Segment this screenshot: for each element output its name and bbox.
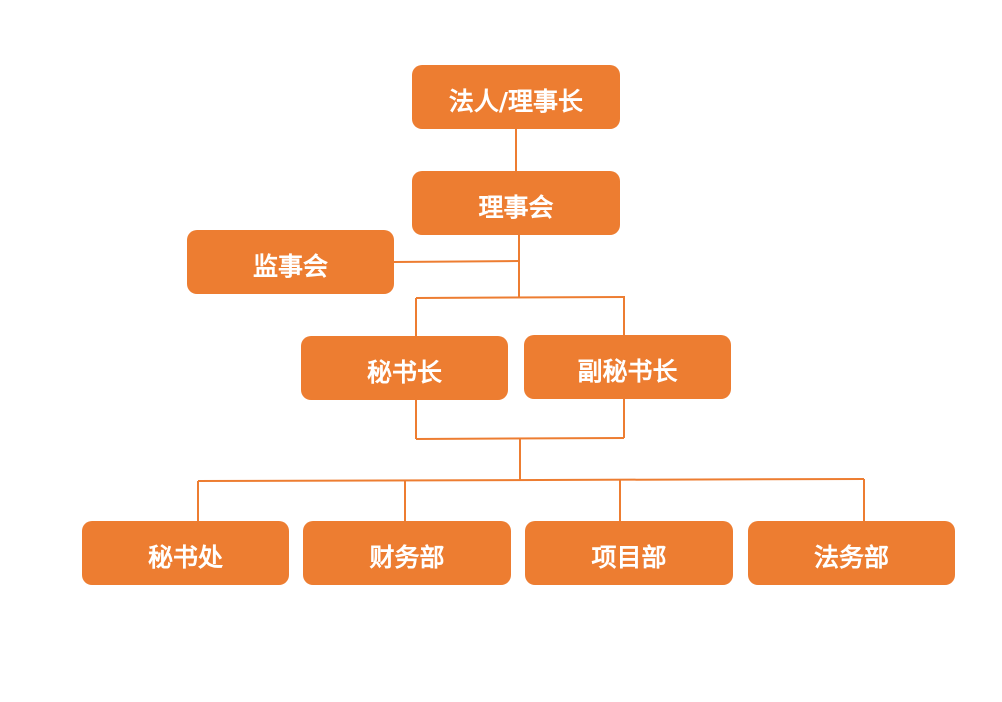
connector-upper-branch	[415, 296, 626, 299]
connector-supervisors	[393, 260, 520, 263]
node-supervisors: 监事会	[187, 230, 394, 294]
node-secretary-general: 秘书长	[301, 336, 508, 400]
node-finance: 财务部	[303, 521, 511, 585]
node-board: 理事会	[412, 171, 620, 235]
node-secretariat: 秘书处	[82, 521, 289, 585]
connector-merge-branch	[415, 437, 625, 440]
node-chairman: 法人/理事长	[412, 65, 620, 129]
connector-dept-bus	[197, 478, 865, 482]
node-legal: 法务部	[748, 521, 955, 585]
node-deputy-secretary-general: 副秘书长	[524, 335, 731, 399]
node-project: 项目部	[525, 521, 733, 585]
